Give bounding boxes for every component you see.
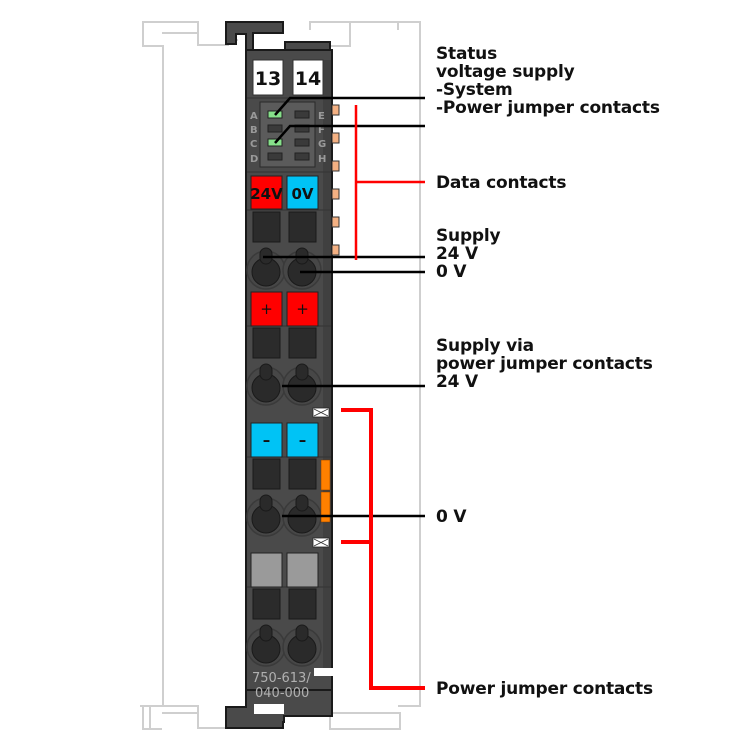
leader-status-system — [274, 96, 425, 116]
plus-terminal-1: + — [250, 291, 283, 327]
leader-status-power-jumper — [274, 124, 425, 144]
minus-label: – — [263, 431, 271, 449]
grey-terminal-2 — [286, 552, 319, 588]
plus-terminal-2: + — [286, 291, 319, 327]
led-row-label: G — [318, 139, 326, 150]
led-row-label: D — [250, 154, 258, 165]
label-supply: Supply 24 V 0 V — [436, 226, 501, 282]
led-b — [267, 124, 283, 133]
clamp-slot — [259, 624, 273, 642]
led-d — [267, 152, 283, 161]
supply-24v-terminal: 24V — [250, 175, 283, 210]
led-h — [294, 152, 310, 161]
led-block: A B C D E F G H — [250, 101, 326, 168]
led-row-label: B — [250, 125, 258, 136]
terminal-number-text: 13 — [255, 68, 281, 90]
bottom-slot — [254, 704, 284, 714]
label-status-line1: Status — [436, 44, 497, 64]
supply-24v-label: 24V — [250, 185, 283, 203]
push-button — [288, 211, 317, 243]
data-contacts — [331, 104, 340, 256]
led-g — [294, 138, 310, 147]
red-brackets — [341, 105, 425, 690]
push-button — [288, 588, 317, 620]
grey-terminal-1 — [250, 552, 283, 588]
push-button — [288, 327, 317, 359]
led-row-label: F — [318, 125, 325, 136]
clamp-slot — [295, 363, 309, 381]
power-jumper-marker-top — [312, 407, 330, 418]
module-right-strip — [323, 60, 331, 670]
label-status-line3: -System — [436, 80, 513, 100]
power-jumper-bracket — [341, 408, 425, 690]
label-status-line4: -Power jumper contacts — [436, 98, 660, 118]
clamp-slot — [259, 363, 273, 381]
label-status-line2: voltage supply — [436, 62, 575, 82]
part-number-line1: 750-613/ — [252, 671, 311, 686]
minus-label: – — [299, 431, 307, 449]
terminal-number-text: 14 — [295, 68, 321, 90]
led-row-label: E — [318, 111, 325, 122]
push-button — [252, 327, 281, 359]
minus-terminal-1: – — [250, 422, 283, 458]
led-e — [294, 110, 310, 119]
clamp-slot — [295, 494, 309, 512]
terminal-sections — [246, 209, 331, 667]
label-power-jumper-contacts: Power jumper contacts — [436, 679, 653, 699]
label-data-contacts: Data contacts — [436, 173, 567, 193]
led-row-label: H — [318, 154, 326, 165]
leader-lines — [263, 96, 425, 518]
orange-contact-lower — [320, 491, 331, 523]
clamp-slot — [259, 494, 273, 512]
label-zero-v: 0 V — [436, 507, 467, 527]
supply-0v-label: 0V — [291, 185, 313, 203]
push-button — [288, 458, 317, 490]
label-supply-via: Supply via power jumper contacts 24 V — [436, 337, 653, 391]
label-status: Status voltage supply -System -Power jum… — [436, 45, 660, 117]
data-contacts-bracket — [354, 105, 425, 260]
label-supply-line2: 24 V — [436, 244, 478, 264]
push-button — [252, 211, 281, 243]
led-row-label: C — [250, 139, 257, 150]
terminal-number-14: 14 — [292, 59, 324, 96]
power-jumper-marker-bottom — [312, 537, 330, 548]
minus-terminal-2: – — [286, 422, 319, 458]
release-slot — [314, 668, 334, 676]
push-button — [252, 588, 281, 620]
top-clip — [225, 21, 331, 54]
terminal-number-13: 13 — [252, 59, 284, 96]
led-row-label: A — [250, 111, 258, 122]
part-number-line2: 040-000 — [255, 686, 309, 701]
plus-label: + — [296, 300, 309, 318]
label-supply-via-line1: Supply via — [436, 336, 534, 356]
label-supply-line3: 0 V — [436, 262, 467, 282]
label-supply-via-line2: power jumper contacts — [436, 354, 653, 374]
label-supply-line1: Supply — [436, 226, 501, 246]
clamp-slot — [295, 624, 309, 642]
label-supply-via-line3: 24 V — [436, 372, 478, 392]
push-button — [252, 458, 281, 490]
supply-0v-terminal: 0V — [286, 175, 319, 210]
plus-label: + — [260, 300, 273, 318]
orange-contact-upper — [320, 459, 331, 491]
